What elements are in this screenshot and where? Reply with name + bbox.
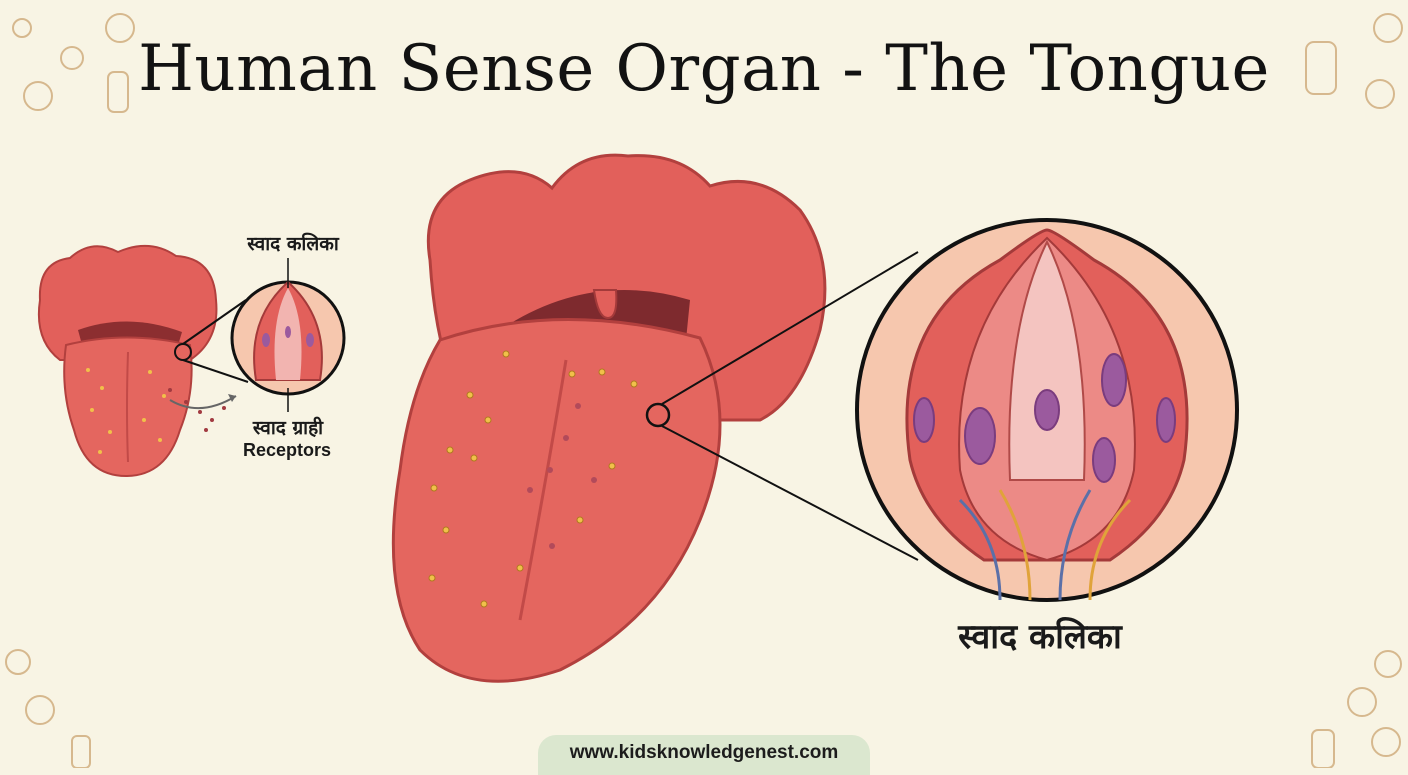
- mushroom-icon: [1365, 79, 1395, 109]
- mushroom-icon: [1347, 687, 1377, 717]
- candy-icon: [12, 18, 32, 38]
- small-arrow: [169, 395, 237, 410]
- small-receptor-label-english: Receptors: [242, 440, 332, 460]
- big-tongue-groove: [518, 359, 568, 621]
- big-papillae-yellow: [428, 350, 638, 608]
- big-zoom-marker: [645, 402, 671, 428]
- small-papillae: [86, 368, 166, 454]
- uvula: [592, 289, 618, 320]
- lemon-icon: [1371, 727, 1401, 757]
- big-taste-bud-label: स्वाद कलिका: [958, 617, 1122, 657]
- pretzel-icon: [25, 695, 55, 725]
- salt-shaker-icon: [71, 735, 91, 768]
- small-tongue: [37, 245, 237, 478]
- corner-decorations: [5, 13, 1403, 768]
- small-receptor-label-hindi: स्वाद ग्राही: [252, 417, 324, 439]
- website-footer[interactable]: www.kidsknowledgenest.com: [538, 735, 870, 775]
- lemon-icon: [60, 46, 84, 70]
- tomato-icon: [1373, 13, 1403, 43]
- salt-shaker-icon: [107, 71, 129, 113]
- small-taste-bud-label: स्वाद कलिका: [247, 233, 339, 255]
- big-tongue-body: [391, 318, 722, 683]
- tomato-icon: [1374, 650, 1402, 678]
- pretzel-icon: [105, 13, 135, 43]
- salt-shaker-icon: [1311, 729, 1335, 768]
- big-papillae-dark: [527, 403, 597, 549]
- lemon-icon: [23, 81, 53, 111]
- small-tongue-groove: [126, 351, 129, 463]
- nerve-fibers: [958, 489, 1132, 601]
- big-tongue: [391, 153, 827, 683]
- page-title: Human Sense Organ - The Tongue: [138, 32, 1270, 106]
- small-taste-bud-zoom: [182, 258, 346, 412]
- receptor-cells: [913, 353, 1176, 483]
- small-particles: [168, 388, 226, 432]
- salt-shaker-icon: [1305, 41, 1337, 95]
- big-taste-bud-zoom: [661, 218, 1239, 602]
- chili-icon: [5, 649, 31, 675]
